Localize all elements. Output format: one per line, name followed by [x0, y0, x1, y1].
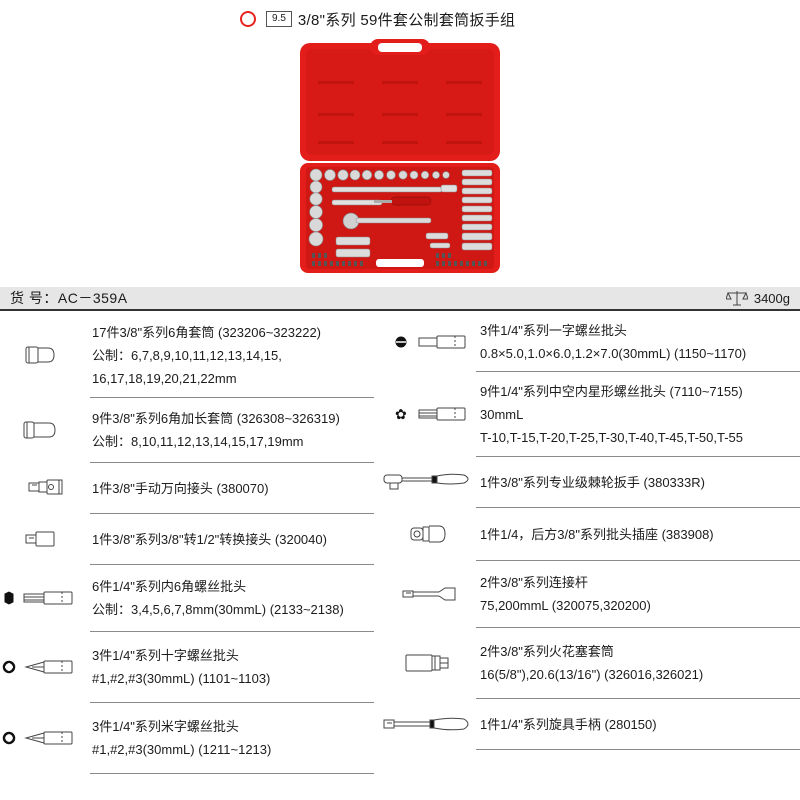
list-item: 2件3/8"系列火花塞套筒 16(5/8"),20.6(13/16") (326… [380, 628, 800, 698]
item-title: 9件3/8"系列6角加长套筒 (326308~326319) [92, 411, 340, 426]
divider [90, 702, 374, 703]
hex-socket-icon [23, 344, 57, 366]
divider [476, 456, 800, 457]
list-item: 1件3/8"手动万向接头 (380070) [0, 463, 380, 513]
divider [90, 564, 374, 565]
adapter-icon [20, 529, 60, 549]
item-title: 1件1/4"系列旋具手柄 (280150) [480, 716, 657, 732]
item-title: 3件1/4"系列一字螺丝批头 [480, 323, 627, 338]
ratchet-wrench-icon [382, 471, 474, 493]
item-title: 3件1/4"系列十字螺丝批头 [92, 648, 239, 663]
divider [90, 631, 374, 632]
item-title: 2件3/8"系列火花塞套筒 [480, 644, 614, 659]
svg-text:✿: ✿ [395, 407, 407, 423]
list-item: 3件1/4"系列一字螺丝批头 0.8×5.0,1.0×6.0,1.2×7.0(3… [380, 313, 800, 371]
item-detail: 75,200mmL (320075,320200) [480, 598, 651, 613]
slotted-bit-icon [385, 333, 471, 351]
item-detail: 0.8×5.0,1.0×6.0,1.2×7.0(30mmL) (1150~117… [480, 346, 747, 361]
weight-value: 3400g [753, 290, 790, 306]
hex-bit-icon [2, 589, 78, 607]
product-image [296, 37, 504, 277]
left-parts-list: 17件3/8"系列6角套筒 (323206~323222) 公制：6,7,8,9… [0, 313, 380, 774]
divider [476, 698, 800, 699]
bit-holder-icon [403, 523, 453, 545]
item-title: 2件3/8"系列连接杆 [480, 575, 588, 590]
item-title: 1件3/8"手动万向接头 (380070) [92, 480, 269, 496]
page-title: 3/8"系列 59件套公制套筒扳手组 [297, 11, 516, 29]
divider [476, 627, 800, 628]
list-item: 3件1/4"系列米字螺丝批头 #1,#2,#3(30mmL) (1211~121… [0, 703, 380, 773]
pozi-bit-icon [2, 729, 78, 747]
divider [476, 749, 800, 750]
divider [90, 513, 374, 514]
item-title: 3件1/4"系列米字螺丝批头 [92, 719, 239, 734]
list-item: 1件3/8"系列专业级棘轮扳手 (380333R) [380, 457, 800, 507]
size-badge: 9.5 [266, 11, 292, 27]
divider [90, 462, 374, 463]
divider [90, 397, 374, 398]
right-parts-list: 3件1/4"系列一字螺丝批头 0.8×5.0,1.0×6.0,1.2×7.0(3… [380, 313, 800, 750]
balance-scale-icon [725, 290, 748, 306]
item-detail: 30mmL [480, 406, 524, 422]
list-item: 9件3/8"系列6角加长套筒 (326308~326319) 公制：8,10,1… [0, 398, 380, 462]
list-item: 1件3/8"系列3/8"转1/2"转换接头 (320040) [0, 514, 380, 564]
item-title: 6件1/4"系列内6角螺丝批头 [92, 579, 247, 594]
screwdriver-handle-icon [382, 715, 474, 733]
list-item: 1件1/4，后方3/8"系列批头插座 (383908) [380, 508, 800, 560]
spec-bar: 货 号：AC－359A 3400g [0, 287, 800, 311]
universal-joint-icon [15, 478, 65, 498]
list-item: 17件3/8"系列6角套筒 (323206~323222) 公制：6,7,8,9… [0, 313, 380, 397]
divider [90, 773, 374, 774]
list-item: 2件3/8"系列连接杆 75,200mmL (320075,320200) [380, 561, 800, 627]
ring-icon [240, 11, 256, 27]
list-item: 6件1/4"系列内6角螺丝批头 公制：3,4,5,6,7,8mm(30mmL) … [0, 565, 380, 631]
item-title: 1件1/4，后方3/8"系列批头插座 (383908) [480, 526, 714, 542]
divider [476, 371, 800, 372]
item-detail: #1,#2,#3(30mmL) (1101~1103) [92, 671, 271, 686]
list-item: 1件1/4"系列旋具手柄 (280150) [380, 699, 800, 749]
phillips-bit-icon [2, 658, 78, 676]
item-detail: 16(5/8"),20.6(13/16") (326016,326021) [480, 667, 704, 682]
extension-bar-icon [393, 584, 463, 604]
model-number: 货 号：AC－359A [10, 290, 128, 306]
item-title: 17件3/8"系列6角套筒 (323206~323222) [92, 324, 321, 340]
list-item: 3件1/4"系列十字螺丝批头 #1,#2,#3(30mmL) (1101~110… [0, 632, 380, 702]
list-item: ✿ 9件1/4"系列中空内星形螺丝批头 (7110~7155) 30mmL T-… [380, 372, 800, 456]
item-title: 9件1/4"系列中空内星形螺丝批头 (7110~7155) [480, 383, 743, 399]
item-title: 1件3/8"系列专业级棘轮扳手 (380333R) [480, 474, 705, 490]
item-title: 1件3/8"系列3/8"转1/2"转换接头 (320040) [92, 531, 327, 547]
item-detail: T-10,T-15,T-20,T-25,T-30,T-40,T-45,T-50,… [480, 429, 744, 445]
weight-info: 3400g [725, 290, 790, 306]
item-detail: 公制：8,10,11,12,13,14,15,17,19mm [92, 434, 304, 449]
item-detail: #1,#2,#3(30mmL) (1211~1213) [92, 742, 272, 757]
item-detail: 公制：6,7,8,9,10,11,12,13,14,15, [92, 347, 282, 363]
divider [476, 507, 800, 508]
title-row: 9.5 3/8"系列 59件套公制套筒扳手组 [240, 8, 515, 30]
torx-bit-icon: ✿ [385, 405, 471, 423]
item-detail: 16,17,18,19,20,21,22mm [92, 370, 237, 386]
divider [476, 560, 800, 561]
spark-plug-socket-icon [400, 652, 456, 674]
item-detail: 公制：3,4,5,6,7,8mm(30mmL) (2133~2138) [92, 602, 344, 617]
deep-socket-icon [21, 419, 59, 441]
